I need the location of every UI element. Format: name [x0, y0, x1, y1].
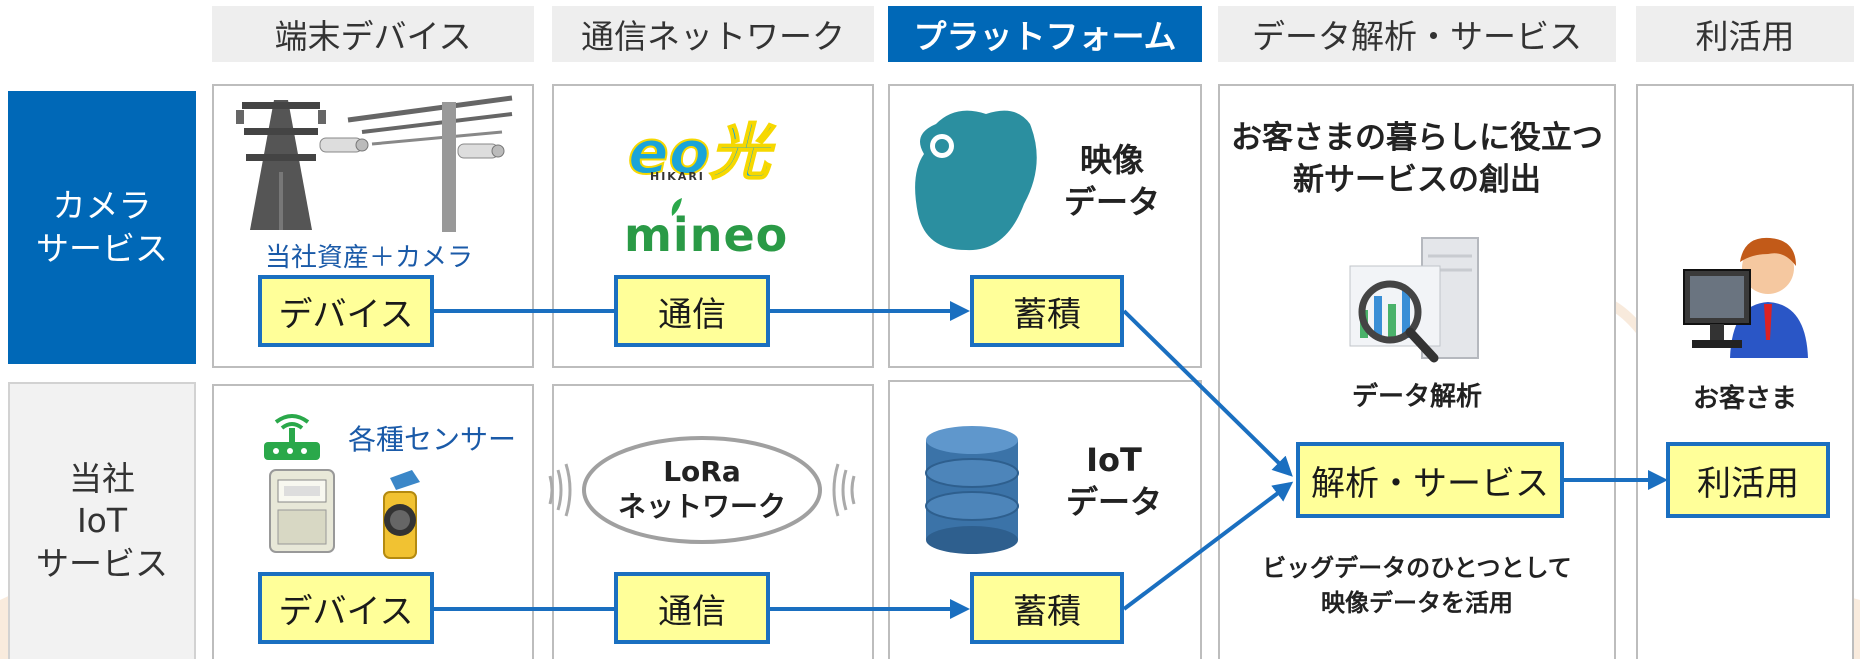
database-icon: [925, 426, 1019, 554]
analysis-service-button[interactable]: 解析・サービス: [1296, 442, 1564, 518]
analysis-caption: データ解析: [1351, 382, 1482, 412]
column-header-network: 通信ネットワーク: [552, 6, 874, 62]
iot-device-caption: 各種センサー: [348, 423, 517, 456]
eo-hikari-logo-sub: HIKARI: [650, 170, 705, 183]
transmission-tower-camera-icon: [236, 100, 369, 230]
utilization-button[interactable]: 利活用: [1666, 442, 1830, 518]
camera-platform-label: 映像 データ: [1064, 141, 1161, 221]
camera-device-caption: 当社資産＋カメラ: [265, 243, 474, 273]
camera-store-button[interactable]: 蓄積: [970, 275, 1124, 347]
analysis-footnote: ビッグデータのひとつとして 映像データを活用: [1262, 554, 1572, 617]
utilization-caption: お客さま: [1692, 384, 1797, 414]
column-header-device: 端末デバイス: [212, 6, 534, 62]
mineo-logo-text: mineo: [624, 208, 789, 262]
iot-store-button[interactable]: 蓄積: [970, 572, 1124, 644]
lora-network-ellipse: [548, 436, 856, 544]
mineo-logo: mineo: [624, 196, 804, 266]
gas-meter-icon: [269, 469, 335, 553]
lora-network-label: LoRa ネットワーク: [617, 455, 786, 523]
camera-comm-button[interactable]: 通信: [614, 275, 770, 347]
iot-comm-button[interactable]: 通信: [614, 572, 770, 644]
eo-hikari-logo-text: eo光: [627, 117, 771, 189]
cell-camera-network: [552, 84, 874, 368]
utility-pole-camera-icon: [347, 95, 513, 232]
customer-at-computer-icon: [1683, 237, 1808, 358]
mascot-character-icon: [915, 110, 1037, 251]
column-header-platform: プラットフォーム: [888, 6, 1202, 62]
camera-device-button[interactable]: デバイス: [258, 275, 434, 347]
column-header-utilization: 利活用: [1636, 6, 1854, 62]
iot-platform-label: IoT データ: [1065, 441, 1162, 521]
cell-utilization: [1636, 84, 1854, 659]
row-label-camera-service: カメラ サービス: [8, 91, 196, 364]
mineo-leaf-icon: [671, 198, 682, 216]
eo-hikari-logo: eo光 HIKARI: [627, 108, 808, 189]
row-label-iot-service: 当社 IoT サービス: [8, 382, 196, 659]
column-header-analysis: データ解析・サービス: [1218, 6, 1616, 62]
analysis-headline: お客さまの暮らしに役立つ 新サービスの創出: [1231, 120, 1603, 198]
router-icon: [264, 414, 320, 460]
data-analysis-icon: [1349, 237, 1479, 363]
water-meter-icon: [383, 470, 420, 559]
iot-device-button[interactable]: デバイス: [258, 572, 434, 644]
